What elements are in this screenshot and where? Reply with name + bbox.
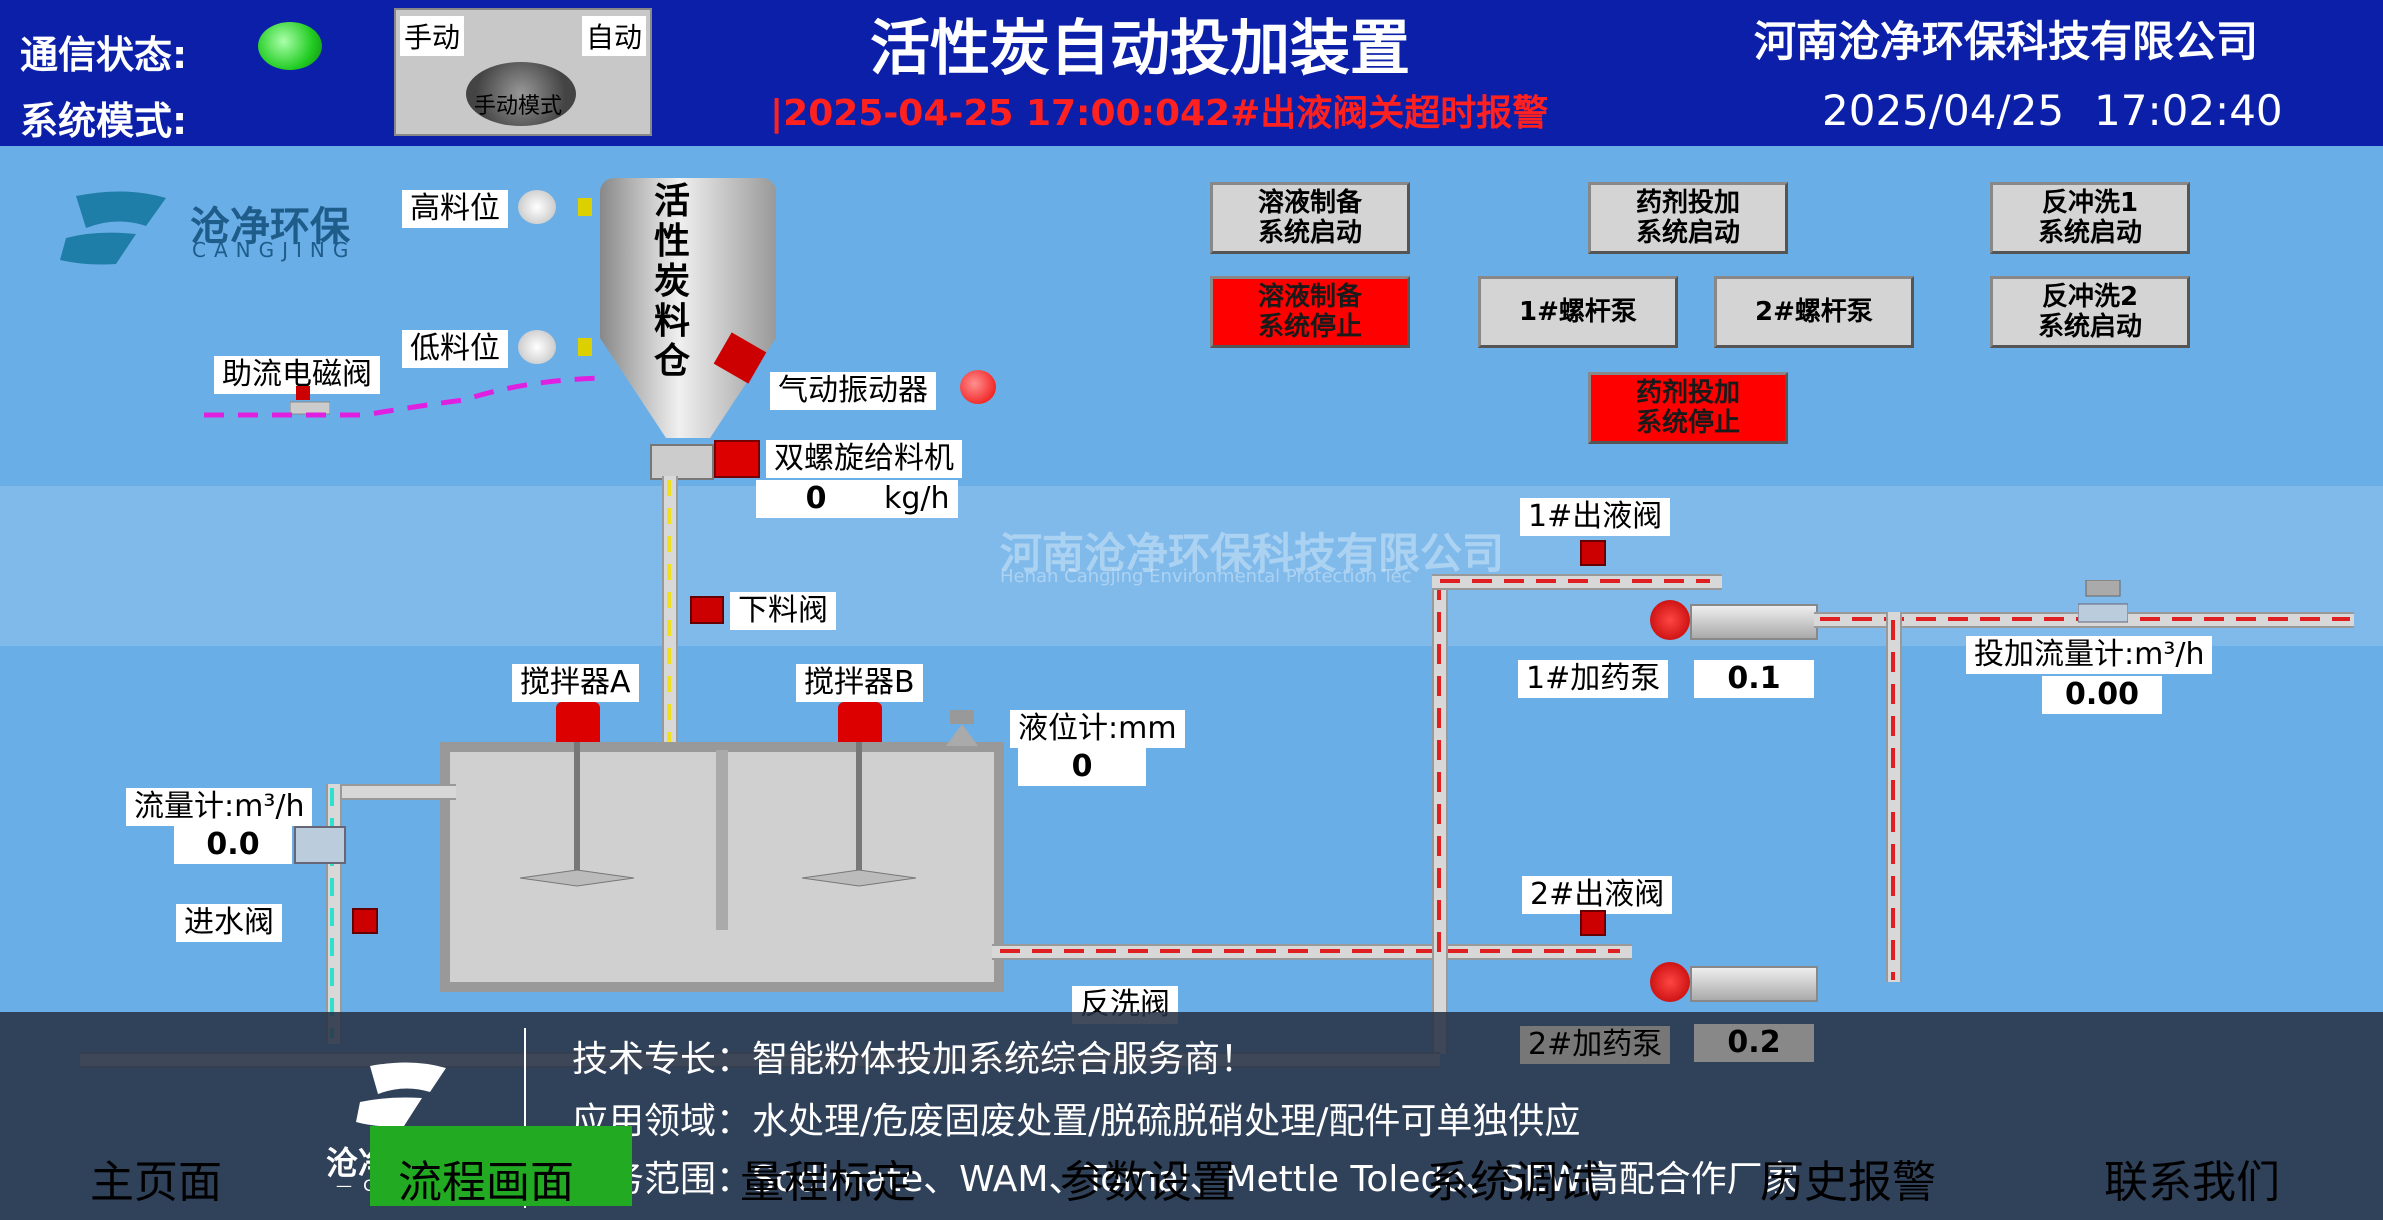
info-service-scope: 服务范围：Sodimate、WAM、Tomal、Mettle Toledo、SE…	[572, 1159, 1799, 1200]
carbon-hopper	[600, 178, 776, 338]
dosing-pump-2-motor[interactable]	[1650, 962, 1690, 1002]
nav-debug[interactable]: 系统调试	[1426, 1157, 1602, 1208]
mixer-a-blade-icon	[519, 868, 635, 888]
low-level-lamp	[518, 330, 556, 364]
watermark-company: 河南沧净环保科技有限公司	[1000, 529, 1505, 578]
mixer-b-shaft	[856, 742, 862, 882]
inlet-valve-icon[interactable]	[352, 908, 378, 934]
hopper-label: 活性炭料仓	[653, 181, 690, 382]
knob-label: 手动模式	[474, 94, 563, 119]
nav-home[interactable]: 主页面	[90, 1157, 222, 1208]
comm-status-indicator	[258, 22, 322, 70]
logo-icon	[56, 186, 174, 268]
dosing-start-button[interactable]: 药剂投加 系统启动	[1588, 182, 1788, 254]
screw-feeder-body	[650, 444, 714, 480]
screw-pump-1-button[interactable]: 1#螺杆泵	[1478, 276, 1678, 348]
air-vibrator-label: 气动振动器	[770, 372, 936, 410]
dosing-stop-button[interactable]: 药剂投加 系统停止	[1588, 372, 1788, 444]
high-level-label: 高料位	[402, 190, 508, 228]
footer-logo-icon	[352, 1058, 452, 1128]
screw-pump-2-button[interactable]: 2#螺杆泵	[1714, 276, 1914, 348]
alarm-ticker: |2025-04-25 17:00:042#出液阀关超时报警|:	[770, 93, 1550, 134]
info-expertise: 技术专长：智能粉体投加系统综合服务商！	[572, 1039, 1257, 1080]
time-display: 17:02:40	[2094, 86, 2283, 135]
nav-alarm-history[interactable]: 历史报警	[1760, 1157, 1936, 1208]
low-level-label: 低料位	[402, 330, 508, 368]
flow-meter-icon	[294, 826, 346, 864]
inlet-pipe	[326, 784, 342, 1044]
inlet-top-pipe	[326, 784, 456, 800]
solution-stop-button[interactable]: 溶液制备 系统停止	[1210, 276, 1410, 348]
company-name: 河南沧净环保科技有限公司	[1754, 17, 2259, 66]
mode-knob[interactable]	[466, 62, 576, 126]
outlet-flow	[1000, 949, 1620, 953]
nav-contact[interactable]: 联系我们	[2104, 1157, 2280, 1208]
footer-divider	[524, 1028, 526, 1208]
discharge-valve-icon[interactable]	[690, 596, 724, 624]
mixer-a-shaft	[574, 742, 580, 882]
dosing-pump-1-label: 1#加药泵	[1518, 660, 1669, 698]
info-applications: 应用领域：水处理/危废固废处置/脱硫脱硝处理/配件可单独供应	[572, 1101, 1581, 1142]
dosing-flow-meter-icon	[2077, 579, 2129, 626]
feed-flow	[667, 480, 671, 750]
screw-feeder-label: 双螺旋给料机	[766, 440, 962, 478]
dosing-flow-label: 投加流量计:m³/h	[1966, 636, 2213, 674]
flow-meter-label: 流量计:m³/h	[126, 788, 313, 826]
feeder-rate-value: 0	[756, 480, 876, 518]
high-level-lamp	[518, 190, 556, 224]
comm-status-label: 通信状态:	[20, 33, 188, 77]
feeder-rate-unit: kg/h	[876, 480, 958, 518]
page-title: 活性炭自动投加装置	[870, 14, 1410, 84]
logo-brand: 沧净环保	[190, 204, 350, 250]
backwash-2-button[interactable]: 反冲洗2 系统启动	[1990, 276, 2190, 348]
dosing-pump-1-body	[1690, 604, 1818, 640]
outlet-valve-1-label: 1#出液阀	[1520, 498, 1671, 536]
dosing-pump-2-value: 0.2	[1694, 1024, 1814, 1062]
air-line	[204, 360, 624, 420]
system-mode-label: 系统模式:	[20, 99, 188, 143]
date-display: 2025/04/25	[1822, 86, 2065, 135]
level-meter-label: 液位计:mm	[1010, 710, 1185, 748]
nav-calibration[interactable]: 量程标定	[740, 1157, 916, 1208]
dosing-pump-2-label: 2#加药泵	[1520, 1026, 1671, 1064]
solution-start-button[interactable]: 溶液制备 系统启动	[1210, 182, 1410, 254]
air-vibrator-lamp	[960, 370, 996, 404]
discharge-valve-label: 下料阀	[730, 592, 836, 630]
dosing-flow-value: 0.00	[2042, 676, 2162, 714]
pump2-discharge-flow	[1891, 620, 1895, 980]
outlet-valve-1-icon[interactable]	[1580, 540, 1606, 566]
screw-feeder-motor[interactable]	[714, 440, 760, 478]
outlet-valve-2-icon[interactable]	[1580, 910, 1606, 936]
mixer-a-label: 搅拌器A	[512, 664, 639, 702]
tank-partition	[716, 750, 728, 930]
level-meter-icon	[944, 710, 980, 746]
level-value: 0	[1018, 748, 1146, 786]
auto-label: 自动	[581, 16, 646, 56]
mixer-b-label: 搅拌器B	[796, 664, 923, 702]
backwash-1-button[interactable]: 反冲洗1 系统启动	[1990, 182, 2190, 254]
low-level-sensor-icon	[578, 338, 592, 356]
nav-active-bg	[370, 1126, 632, 1206]
inlet-valve-label: 进水阀	[176, 904, 282, 942]
nav-parameters[interactable]: 参数设置	[1060, 1157, 1236, 1208]
dosing-pump-1-value: 0.1	[1694, 660, 1814, 698]
inlet-flow	[330, 788, 334, 1038]
watermark-company-en: Henan Cangjing Environmental Protection …	[1000, 566, 1412, 587]
dosing-pump-1-motor[interactable]	[1650, 600, 1690, 640]
mixer-b-blade-icon	[801, 868, 917, 888]
outlet-valve-2-label: 2#出液阀	[1522, 876, 1673, 914]
pump1-suction-flow	[1440, 579, 1710, 583]
logo-brand-en: CANGJING	[192, 238, 357, 262]
mixer-b-motor[interactable]	[838, 702, 882, 742]
nav-process[interactable]: 流程画面	[398, 1157, 574, 1208]
high-level-sensor-icon	[578, 198, 592, 216]
mode-switch-panel[interactable]: 手动 自动 手动模式	[394, 8, 652, 136]
dosing-pump-2-body	[1690, 966, 1818, 1002]
riser-flow	[1437, 580, 1441, 960]
flow-value: 0.0	[174, 826, 292, 864]
mixer-a-motor[interactable]	[556, 702, 600, 742]
manual-label: 手动	[400, 16, 465, 56]
